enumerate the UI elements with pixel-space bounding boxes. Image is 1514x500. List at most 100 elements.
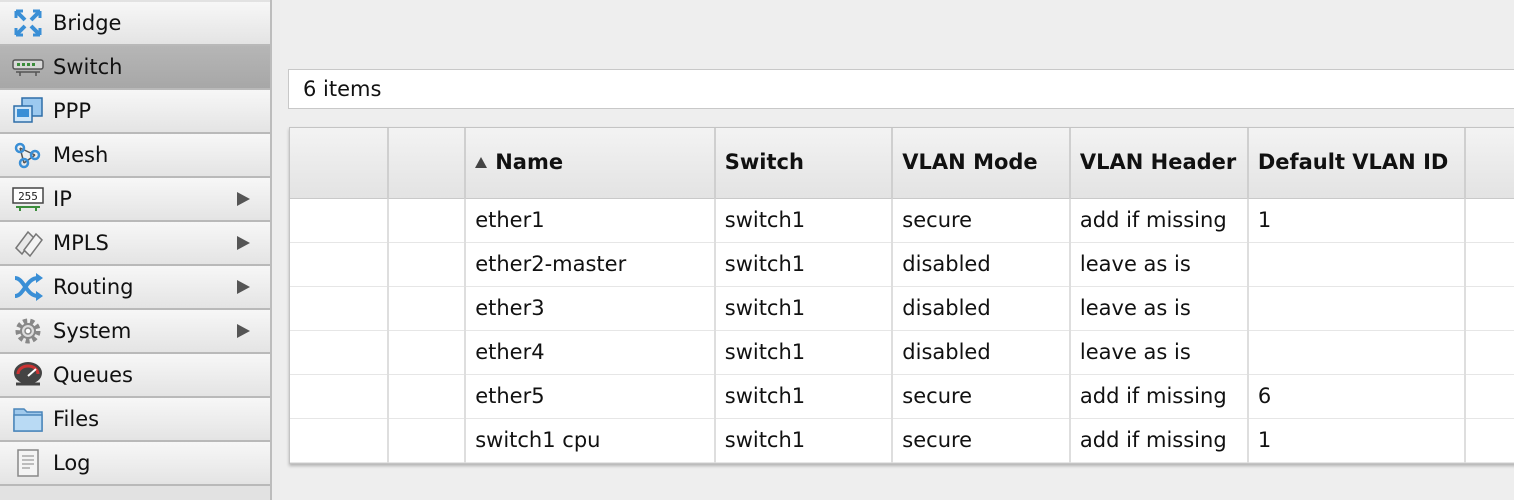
table-cell: switch1 [714,286,894,331]
column-header-default-vlan-id[interactable]: Default VLAN ID [1247,128,1467,199]
sidebar-item-label: Log [53,451,91,475]
table-cell [1465,374,1514,419]
table-cell [387,198,467,243]
sidebar-item-log[interactable]: Log [0,442,270,486]
switch-icon [11,50,45,84]
sort-ascending-icon [475,157,488,169]
table-cell [1247,330,1467,375]
sidebar-item-ppp[interactable]: PPP [0,90,270,134]
column-header-vlan-header[interactable]: VLAN Header [1069,128,1249,199]
sidebar-item-ip[interactable]: 255 IP [0,178,270,222]
table-cell [1247,286,1467,331]
sidebar-item-label: MPLS [53,231,109,255]
table-cell: secure [892,198,1071,243]
table-cell [290,242,389,287]
table-cell: add if missing [1069,418,1249,463]
table-cell [387,242,467,287]
sidebar-item-label: Routing [53,275,134,299]
sidebar-item-mpls[interactable]: MPLS [0,222,270,266]
sidebar-item-label: Bridge [53,11,122,35]
column-header-switch[interactable]: Switch [714,128,894,199]
table-cell [1465,286,1514,331]
column-header-label: VLAN Header [1079,150,1237,175]
sidebar-item-system[interactable]: System [0,310,270,354]
table-header-row: Name Switch VLAN Mode VLAN Header Default VL… [290,128,1514,199]
sidebar-item-label: Queues [53,363,133,387]
item-count-bar: 6 items [288,69,1514,109]
table-cell: add if missing [1069,198,1249,243]
sidebar-item-label: Files [53,407,100,431]
table-cell [1247,242,1467,287]
sidebar-item-label: IP [53,187,72,211]
sidebar-item-label: Mesh [53,143,109,167]
table-cell [387,374,467,419]
table-cell: switch1 [714,242,894,287]
sidebar-item-mesh[interactable]: Mesh [0,134,270,178]
submenu-arrow-icon [237,236,250,250]
sidebar-item-label: System [53,319,132,343]
table-cell: switch1 [714,374,894,419]
table-cell: ether3 [465,286,716,331]
table-cell [1465,330,1514,375]
table-cell: disabled [892,242,1071,287]
sidebar-item-bridge[interactable]: Bridge [0,2,270,46]
sidebar-item-files[interactable]: Files [0,398,270,442]
table-cell [387,286,467,331]
table-cell: ether1 [465,198,716,243]
table-cell: switch1 [714,418,894,463]
column-header-blank-7[interactable] [1465,128,1514,199]
table-cell: switch1 [714,198,894,243]
mesh-icon [11,138,45,172]
table-cell: secure [892,418,1071,463]
column-header-label: VLAN Mode [902,150,1038,175]
table-cell: ether5 [465,374,716,419]
ppp-icon [11,94,45,128]
sidebar-item-switch[interactable]: Switch [0,46,270,90]
table-cell: leave as is [1069,330,1249,375]
table-cell [290,330,389,375]
table-cell: disabled [892,286,1071,331]
table-cell [1465,198,1514,243]
table-cell: leave as is [1069,286,1249,331]
table-cell [1465,418,1514,463]
table-cell: ether4 [465,330,716,375]
table-cell: switch1 cpu [465,418,716,463]
submenu-arrow-icon [237,280,250,294]
ip-icon: 255 [11,182,45,216]
submenu-arrow-icon [237,324,250,338]
sidebar-item-routing[interactable]: Routing [0,266,270,310]
column-header-blank-0[interactable] [290,128,389,199]
table-cell: leave as is [1069,242,1249,287]
sidebar-item-label: PPP [53,99,91,123]
sidebar-item-queues[interactable]: Queues [0,354,270,398]
sidebar-item-label: Switch [53,55,123,79]
submenu-arrow-icon [237,192,250,206]
gear-icon [11,314,45,348]
table-cell [387,418,467,463]
table-cell: 6 [1247,374,1467,419]
table-cell [387,330,467,375]
queues-icon [11,358,45,392]
sidebar-menu: Bridge Switch PPP Mesh 255 IP MPLS R [0,0,272,500]
table-cell: ether2-master [465,242,716,287]
mpls-icon [11,226,45,260]
column-header-label: Default VLAN ID [1257,150,1449,175]
table-cell [290,374,389,419]
table-cell: add if missing [1069,374,1249,419]
table-cell: secure [892,374,1071,419]
log-icon [11,446,45,480]
table-cell [1465,242,1514,287]
table-cell [290,286,389,331]
table-cell: 1 [1247,198,1467,243]
column-header-vlan-mode[interactable]: VLAN Mode [892,128,1071,199]
table-cell: 1 [1247,418,1467,463]
column-header-blank-1[interactable] [387,128,467,199]
column-header-label: Name [495,150,564,175]
column-header-name[interactable]: Name [465,128,716,199]
